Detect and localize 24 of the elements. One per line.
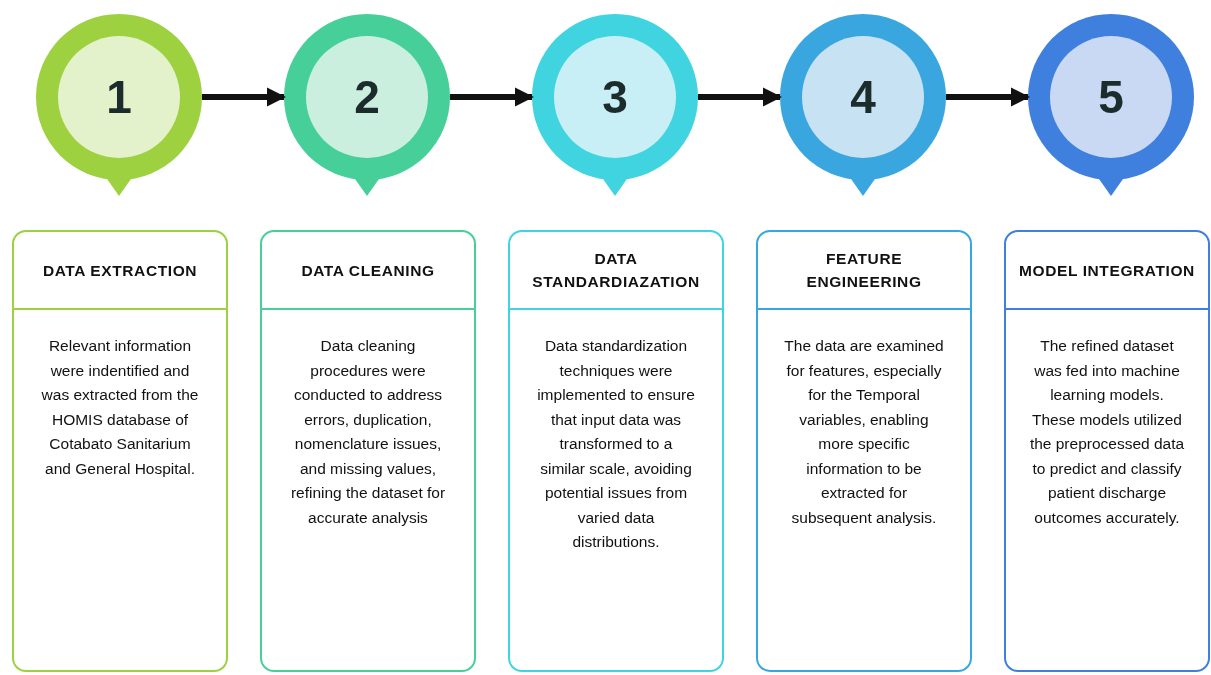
step-card: [260, 230, 476, 672]
step-card: [508, 230, 724, 672]
step-card: [12, 230, 228, 672]
step-heading: DATA EXTRACTION: [42, 260, 198, 281]
step-heading: FEATURE ENGINEERING: [805, 249, 923, 292]
step-description: Data standardization techniques were implemented to ensure that input data was transformed to a similar scale, avoiding potential issues from varied data distributions.: [536, 336, 696, 552]
arrow: [450, 87, 534, 107]
step-heading: DATA CLEANING: [301, 260, 435, 281]
step-description: Data cleaning procedures were conducted to address errors, duplication, nomenclature issues, and missing values, refining the dataset for accurate analysis: [289, 336, 447, 528]
arrow: [202, 87, 286, 107]
step-description: The refined dataset was fed into machine learning models. These models utilized the preprocessed data to predict and classify patient discharge outcomes accurately.: [1028, 336, 1186, 528]
step-heading: DATA STANDARDIAZATION: [531, 249, 701, 292]
step-card: [756, 230, 972, 672]
arrow: [946, 87, 1030, 107]
step-card: [1004, 230, 1210, 672]
step-number: 5: [1098, 71, 1124, 123]
step-number: 3: [602, 71, 628, 123]
step-number: 1: [106, 71, 132, 123]
step-number: 4: [850, 71, 876, 123]
step-description: The data are examined for features, especially for the Temporal variables, enabling more specific information to be extracted for subsequent analysis.: [784, 336, 944, 528]
arrow: [698, 87, 782, 107]
step-number: 2: [354, 71, 380, 123]
step-heading: MODEL INTEGRATION: [1019, 260, 1195, 281]
step-description: Relevant information were indentified and was extracted from the HOMIS database of Cotabato Sanitarium and General Hospital.: [40, 336, 200, 479]
